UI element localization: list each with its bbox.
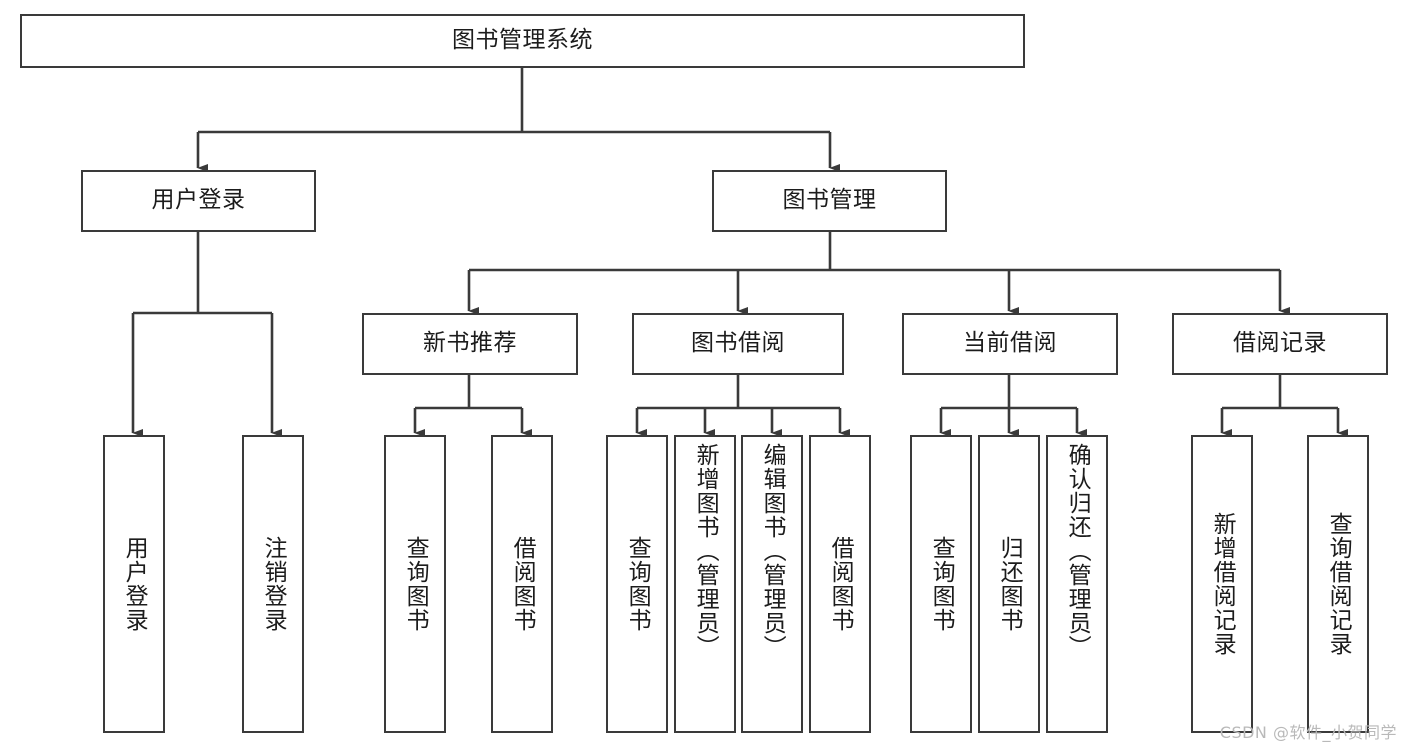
node-leaf-user-login[interactable]: 用户登录 [103, 435, 165, 733]
node-leaf-add-book[interactable]: 新增图书（管理员） [674, 435, 736, 733]
node-root-label: 图书管理系统 [452, 27, 593, 54]
node-leaf-confirm-return[interactable]: 确认归还（管理员） [1046, 435, 1108, 733]
node-borrow-record-label: 借阅记录 [1233, 330, 1327, 357]
node-new-book-recommend[interactable]: 新书推荐 [362, 313, 578, 375]
node-book-borrow-label: 图书借阅 [691, 330, 785, 357]
node-leaf-confirm-return-label: 确认归还（管理员） [1064, 443, 1091, 659]
node-leaf-borrow-book-2-label: 借阅图书 [827, 536, 854, 632]
node-leaf-query-record-label: 查询借阅记录 [1325, 512, 1352, 656]
node-leaf-borrow-book-1-label: 借阅图书 [509, 536, 536, 632]
node-current-borrow-label: 当前借阅 [963, 330, 1057, 357]
node-borrow-record[interactable]: 借阅记录 [1172, 313, 1388, 375]
node-leaf-logout-login-label: 注销登录 [260, 536, 287, 632]
node-leaf-edit-book[interactable]: 编辑图书（管理员） [741, 435, 803, 733]
node-leaf-return-book-label: 归还图书 [996, 536, 1023, 632]
node-leaf-user-login-label: 用户登录 [121, 536, 148, 632]
node-leaf-query-book-3[interactable]: 查询图书 [910, 435, 972, 733]
node-new-book-recommend-label: 新书推荐 [423, 330, 517, 357]
node-leaf-logout-login[interactable]: 注销登录 [242, 435, 304, 733]
node-user-login[interactable]: 用户登录 [81, 170, 316, 232]
node-leaf-add-record[interactable]: 新增借阅记录 [1191, 435, 1253, 733]
node-root-book-management-system[interactable]: 图书管理系统 [20, 14, 1025, 68]
node-book-borrow[interactable]: 图书借阅 [632, 313, 844, 375]
node-leaf-query-book-3-label: 查询图书 [928, 536, 955, 632]
node-leaf-add-record-label: 新增借阅记录 [1209, 512, 1236, 656]
node-book-management[interactable]: 图书管理 [712, 170, 947, 232]
node-leaf-query-book-2-label: 查询图书 [624, 536, 651, 632]
node-current-borrow[interactable]: 当前借阅 [902, 313, 1118, 375]
node-leaf-query-book-1[interactable]: 查询图书 [384, 435, 446, 733]
node-book-management-label: 图书管理 [782, 187, 877, 214]
node-leaf-return-book[interactable]: 归还图书 [978, 435, 1040, 733]
node-user-login-label: 用户登录 [151, 187, 246, 214]
node-leaf-query-book-1-label: 查询图书 [402, 536, 429, 632]
node-leaf-query-record[interactable]: 查询借阅记录 [1307, 435, 1369, 733]
node-leaf-query-book-2[interactable]: 查询图书 [606, 435, 668, 733]
node-leaf-borrow-book-1[interactable]: 借阅图书 [491, 435, 553, 733]
node-leaf-edit-book-label: 编辑图书（管理员） [759, 443, 786, 659]
node-leaf-borrow-book-2[interactable]: 借阅图书 [809, 435, 871, 733]
node-leaf-add-book-label: 新增图书（管理员） [692, 443, 719, 659]
